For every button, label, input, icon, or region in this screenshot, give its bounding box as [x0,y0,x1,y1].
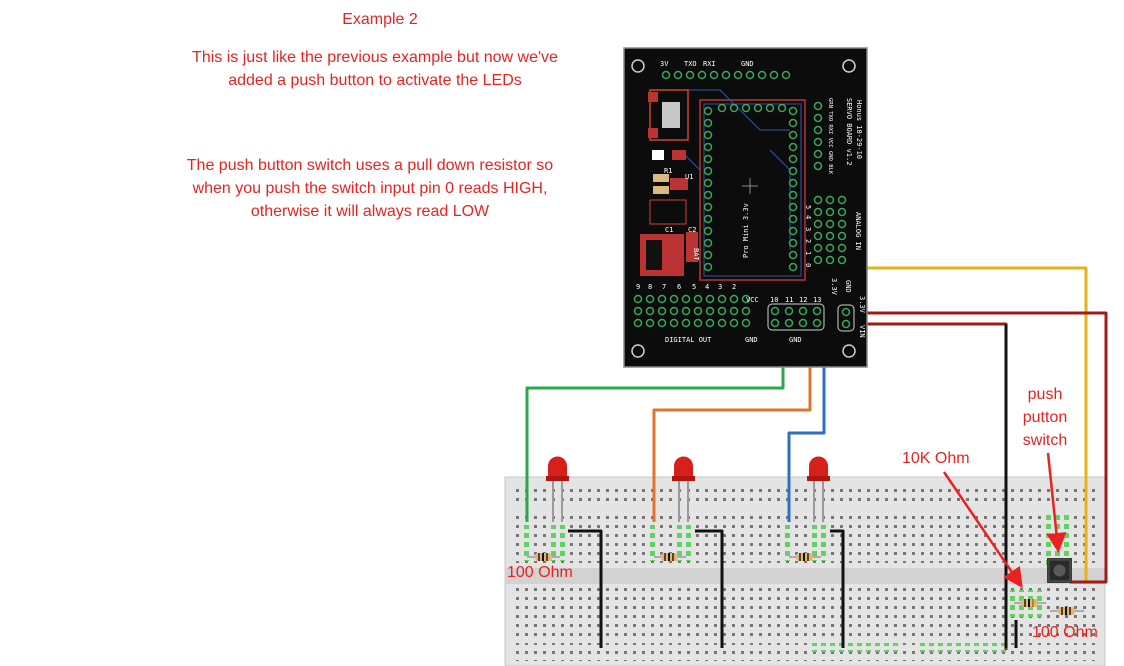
digital-pin-5: 5 [692,283,696,291]
description-paragraph-2: The push button switch uses a pull down … [186,157,554,220]
digital-pin-8: 8 [648,283,652,291]
breadboard-column-highlight [677,525,695,561]
ten-k-arrow [942,471,1023,589]
digital-out-label: DIGITAL OUT [665,336,712,344]
resistor [789,553,821,561]
digital-pin-9: 9 [636,283,640,291]
push-button-label-line2: putton [1023,409,1067,426]
breadboard-column-highlight [1045,515,1072,565]
black-wire [695,529,724,648]
pin-13: 13 [813,296,821,304]
digital-pin-4: 4 [705,283,709,291]
vin-label: VIN [858,325,866,338]
v33-label-2: 3.3V [830,278,838,296]
gnd-label-2: GND [789,336,802,344]
digital-pin-3: 3 [718,283,722,291]
digital-pin-2: 2 [732,283,736,291]
description-paragraph-1: This is just like the previous example b… [192,49,558,89]
gnd-label: GND [745,336,758,344]
servo-board: 3V TXO RXI GND SERVO BOARD v1.2 Honus 10… [623,47,868,368]
red-wire [846,311,1108,584]
bat-label: BAT [692,248,700,261]
resistor [654,553,686,561]
u1-label: U1 [685,173,693,181]
breadboard-column-highlight [812,525,830,561]
breadboard-column-highlight [523,525,532,561]
red-led [672,456,695,522]
ohm-label-right: 100 Ohm [1032,624,1098,641]
red-led [807,456,830,522]
board-date: Honus 10-29-10 [855,100,863,159]
analog-pin-1: 1 [804,251,812,255]
c1-label: C1 [665,226,673,234]
push-button-label-line1: push [1028,386,1063,403]
analog-pin-0: 0 [804,263,812,267]
analog-pin-5: 5 [804,205,812,209]
vcc-label: VCC [746,296,759,304]
analog-pin-4: 4 [804,215,812,219]
header-label-rxi: RXI [703,60,716,68]
pin-12: 12 [799,296,807,304]
gnd-label-3: GND [844,280,852,293]
top-pin-labels: GRN TXO RXI VCC GND BLK [827,98,833,175]
header-label-gnd: GND [741,60,754,68]
resistor [1050,607,1084,615]
black-wire [830,529,845,648]
breadboard-rail-highlight [920,643,1010,652]
r1-label: R1 [664,167,672,175]
header-label-txo: TXO [684,60,697,68]
digital-pin-7: 7 [662,283,666,291]
digital-pin-6: 6 [677,283,681,291]
pro-mini-label: Pro Mini 3.3v [742,203,750,258]
c2-label: C2 [688,226,696,234]
breadboard-column-highlight [650,525,659,561]
push-button-label-line3: switch [1023,432,1067,449]
board-name: SERVO BOARD v1.2 [845,98,853,165]
blue-wire [787,316,826,522]
pin-11: 11 [785,296,793,304]
black-wire [568,529,603,648]
breadboard-column-highlight [550,525,568,561]
pin-10: 10 [770,296,778,304]
analog-pin-3: 3 [804,227,812,231]
push-button-arrow [1046,452,1067,553]
diagram-title: Example 2 [342,11,418,28]
red-led [546,456,569,522]
analog-pin-2: 2 [804,239,812,243]
ten-k-label: 10K Ohm [902,450,970,467]
push-button [1047,558,1072,583]
resistor-10k [1014,599,1046,607]
breadboard-column-highlight [785,525,794,561]
analog-in-label: ANALOG IN [854,212,862,250]
yellow-wire [818,266,1088,582]
breadboard-rail-highlight [812,643,902,652]
resistor [527,553,560,561]
v33-label: 3.3V [858,296,866,314]
header-label-3v: 3V [660,60,669,68]
ohm-label-left: 100 Ohm [507,564,573,581]
